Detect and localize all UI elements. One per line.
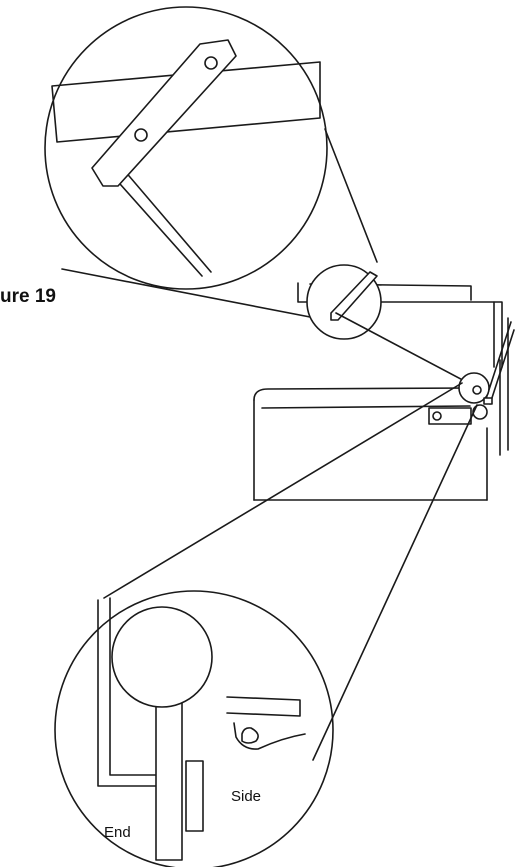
bottom-leader-right xyxy=(312,404,478,761)
top-detail-group xyxy=(44,6,378,323)
callout-end-label: End xyxy=(104,824,131,841)
top-detail-board xyxy=(51,61,321,143)
lower-cabinet-top xyxy=(253,387,473,401)
top-detail-pivot-hole-lower xyxy=(134,128,148,142)
bottom-detail-shaft xyxy=(155,699,183,861)
top-leader-right xyxy=(324,128,378,263)
upper-small-link xyxy=(330,271,378,321)
figure-label: ure 19 xyxy=(0,286,56,307)
connecting-rod xyxy=(335,312,475,387)
bottom-l-bracket-outer xyxy=(97,599,159,787)
bottom-l-bracket-inner xyxy=(109,597,159,776)
main-assembly-group xyxy=(253,264,515,501)
bottom-detail-circle xyxy=(54,590,334,867)
main-pivot-pin xyxy=(472,385,482,395)
top-detail-circle xyxy=(44,6,328,290)
top-detail-link-plate xyxy=(91,39,237,187)
callout-side-label: Side xyxy=(231,788,262,805)
bottom-detail-shelf xyxy=(226,696,301,717)
arm-edge-right xyxy=(489,329,515,405)
bottom-detail-knob xyxy=(111,606,213,708)
top-leader-left xyxy=(61,268,337,323)
lower-cabinet-inner-line xyxy=(261,405,471,409)
top-detail-rod-right xyxy=(117,162,212,273)
bottom-detail-side-strip xyxy=(185,760,204,832)
bottom-leader-left xyxy=(103,382,463,599)
pivot-clip xyxy=(483,397,493,405)
latch-bracket-hole xyxy=(432,411,442,421)
bottom-detail-group xyxy=(54,382,478,867)
bottom-detail-latch xyxy=(233,722,306,750)
upper-board-outline xyxy=(297,282,503,368)
bottom-detail-latch-slot xyxy=(241,727,259,744)
lower-pivot-circle xyxy=(472,404,488,420)
top-detail-pivot-hole-upper xyxy=(204,56,218,70)
